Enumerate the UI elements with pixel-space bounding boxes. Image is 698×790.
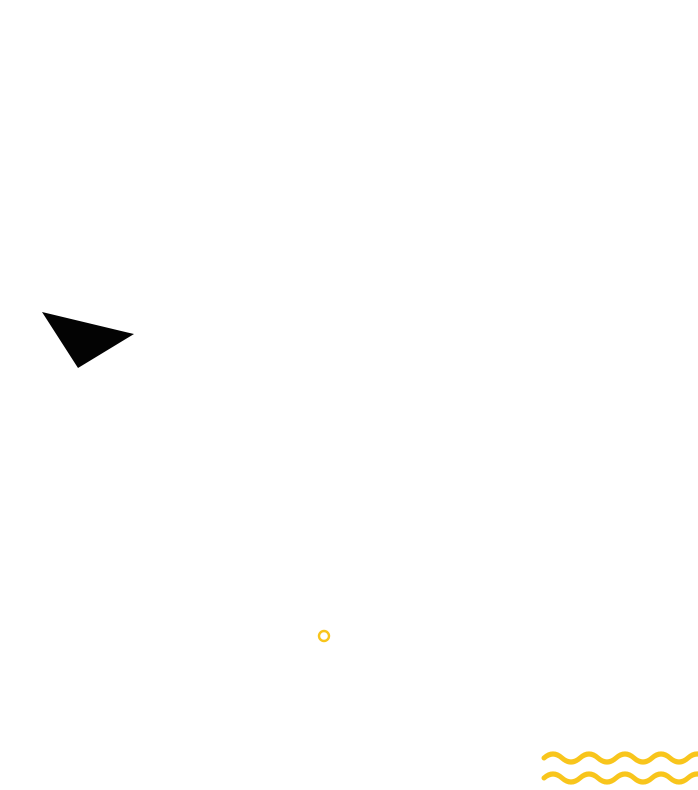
- wave-squiggle-icon: [541, 751, 698, 785]
- wave-line-bottom: [541, 771, 698, 785]
- triangle-shape-polygon: [42, 312, 134, 368]
- triangle-icon: [42, 312, 134, 368]
- ring-icon: [317, 629, 331, 643]
- ring-outline-circle: [317, 629, 331, 643]
- wave-line-top: [541, 751, 698, 765]
